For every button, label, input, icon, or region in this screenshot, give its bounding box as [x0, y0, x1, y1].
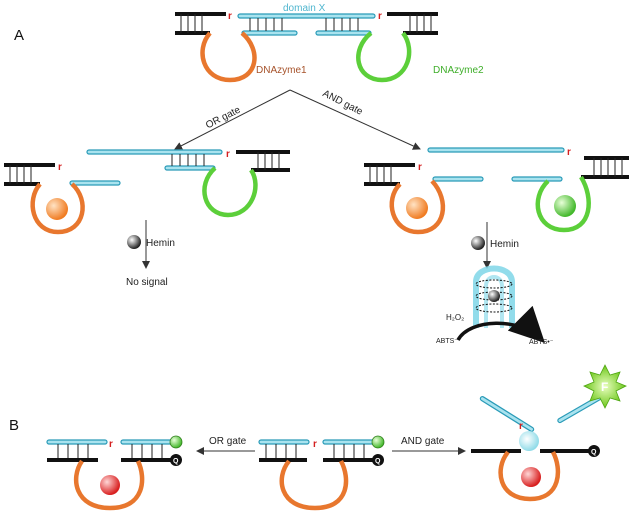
dnazyme2-binding-arm [315, 30, 372, 36]
and-domain-x [427, 147, 565, 153]
and-gate-product: r r [364, 147, 629, 235]
or-dnazyme1-loop [30, 182, 85, 235]
domain-x-strand [237, 13, 376, 19]
b-or-fluorophore [169, 435, 183, 449]
or-r-2: r [226, 149, 230, 160]
b-or-gate-label: OR gate [209, 436, 247, 447]
and-green-half [554, 195, 576, 217]
and-gate-arrow [289, 89, 421, 150]
abts-substrate-label: ABTS⁻ [436, 338, 458, 345]
no-signal-label: No signal [126, 277, 168, 288]
g-quadruplex [473, 265, 515, 328]
cleavage-site-r: r [228, 11, 232, 22]
or-gate-arrow [174, 89, 291, 150]
and-hemin-ball [471, 236, 485, 250]
domain-x-label: domain X [283, 3, 326, 14]
or-r-1: r [58, 162, 62, 173]
b-and-quencher [588, 445, 600, 457]
b-and-r: r [519, 421, 523, 432]
and-orange-half [406, 197, 428, 219]
and-dnazyme2-loop [535, 175, 591, 233]
dnazyme1-rungs [180, 14, 203, 33]
b-or-red-ball [100, 475, 120, 495]
or-orange-half [46, 198, 68, 220]
b-center-r: r [313, 439, 317, 450]
or-hemin-ball [127, 235, 141, 249]
b-and-product: r F Q [471, 364, 627, 502]
dnazyme2-label: DNAzyme2 [433, 65, 484, 76]
or-dnazyme2-arm [164, 165, 216, 171]
b-initial-complex: r Q [258, 435, 385, 511]
h2o2-label: H₂O₂ [446, 313, 464, 322]
or-dnazyme1-arm [69, 180, 121, 186]
panel-label-a: A [14, 27, 24, 44]
b-center-quencher [372, 454, 384, 466]
dnazyme1-loop [200, 31, 257, 83]
domain-x-rungs-left [249, 18, 283, 31]
dnazyme1-binding-arm [241, 30, 298, 36]
or-gate-product: r r [4, 149, 290, 235]
or-dnazyme2-loop [202, 166, 258, 218]
b-or-q-label: Q [173, 458, 179, 465]
abts-product-label: ABTS•⁻ [529, 339, 554, 346]
dnazyme2-loop [356, 31, 412, 83]
b-and-cyan-ball [519, 431, 539, 451]
domain-x-rungs-right [325, 18, 359, 31]
reaction-curve-arrow [456, 305, 545, 343]
or-hemin-label: Hemin [146, 238, 175, 249]
b-and-red-ball [521, 467, 541, 487]
or-domain-x [86, 149, 223, 155]
and-dnazyme1-arm [432, 176, 484, 182]
and-hemin-label: Hemin [490, 239, 519, 250]
b-center-q-label: Q [375, 458, 381, 465]
b-or-quencher [170, 454, 182, 466]
hemin-in-quadruplex [488, 290, 500, 302]
top-complex: domain X r r [175, 3, 484, 83]
b-fluorescence-burst [583, 364, 627, 409]
b-or-r: r [109, 439, 113, 450]
and-dnazyme1-loop [389, 179, 446, 235]
b-center-fluorophore [371, 435, 385, 449]
or-gate-label: OR gate [204, 104, 243, 131]
b-f-label: F [601, 380, 608, 394]
b-and-q-label: Q [591, 449, 597, 456]
dnazyme2-rungs [409, 14, 432, 33]
and-r-1: r [567, 147, 571, 158]
panel-label-b: B [9, 417, 19, 434]
cleavage-site-r-2: r [378, 11, 382, 22]
and-dnazyme2-arm [511, 176, 563, 182]
b-or-product: r Q [46, 435, 183, 511]
b-and-gate-label: AND gate [401, 436, 445, 447]
and-r-2: r [418, 162, 422, 173]
dnazyme1-label: DNAzyme1 [256, 65, 307, 76]
